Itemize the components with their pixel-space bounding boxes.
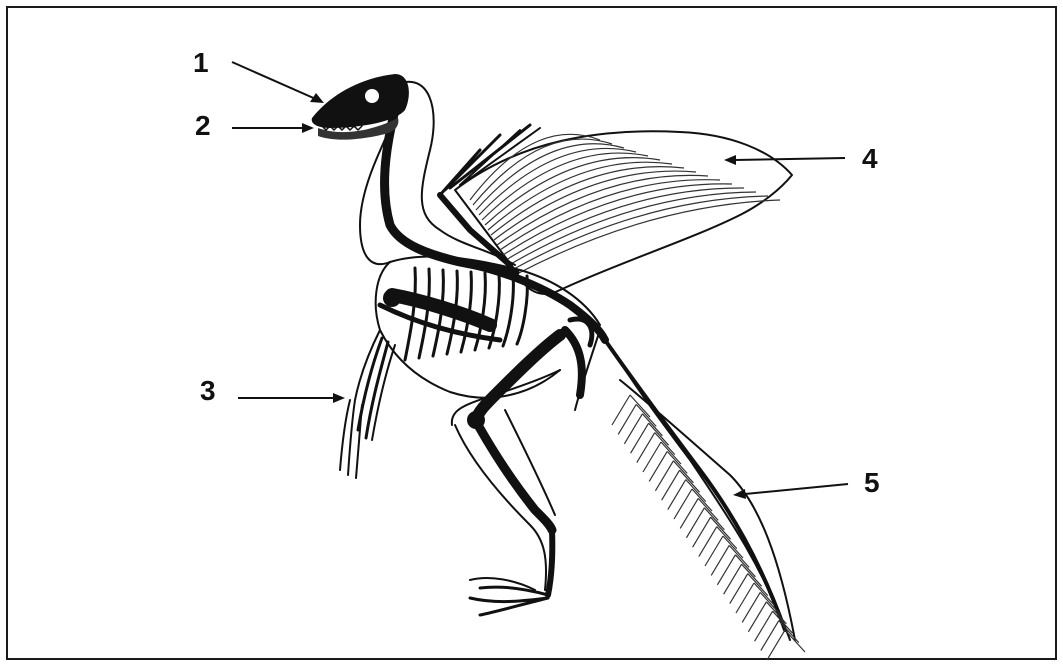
label-2-text: 2	[195, 110, 211, 141]
label-4: 4	[724, 143, 878, 174]
label-5: 5	[733, 467, 880, 499]
label-1-text: 1	[193, 47, 209, 78]
tail	[600, 330, 805, 660]
body	[376, 257, 605, 398]
label-1: 1	[193, 47, 324, 103]
label-4-text: 4	[862, 143, 878, 174]
label-2: 2	[195, 110, 314, 141]
label-3: 3	[200, 375, 345, 406]
label-5-text: 5	[864, 467, 880, 498]
label-3-text: 3	[200, 375, 216, 406]
arm-fingers	[340, 330, 395, 478]
leg	[452, 319, 600, 615]
